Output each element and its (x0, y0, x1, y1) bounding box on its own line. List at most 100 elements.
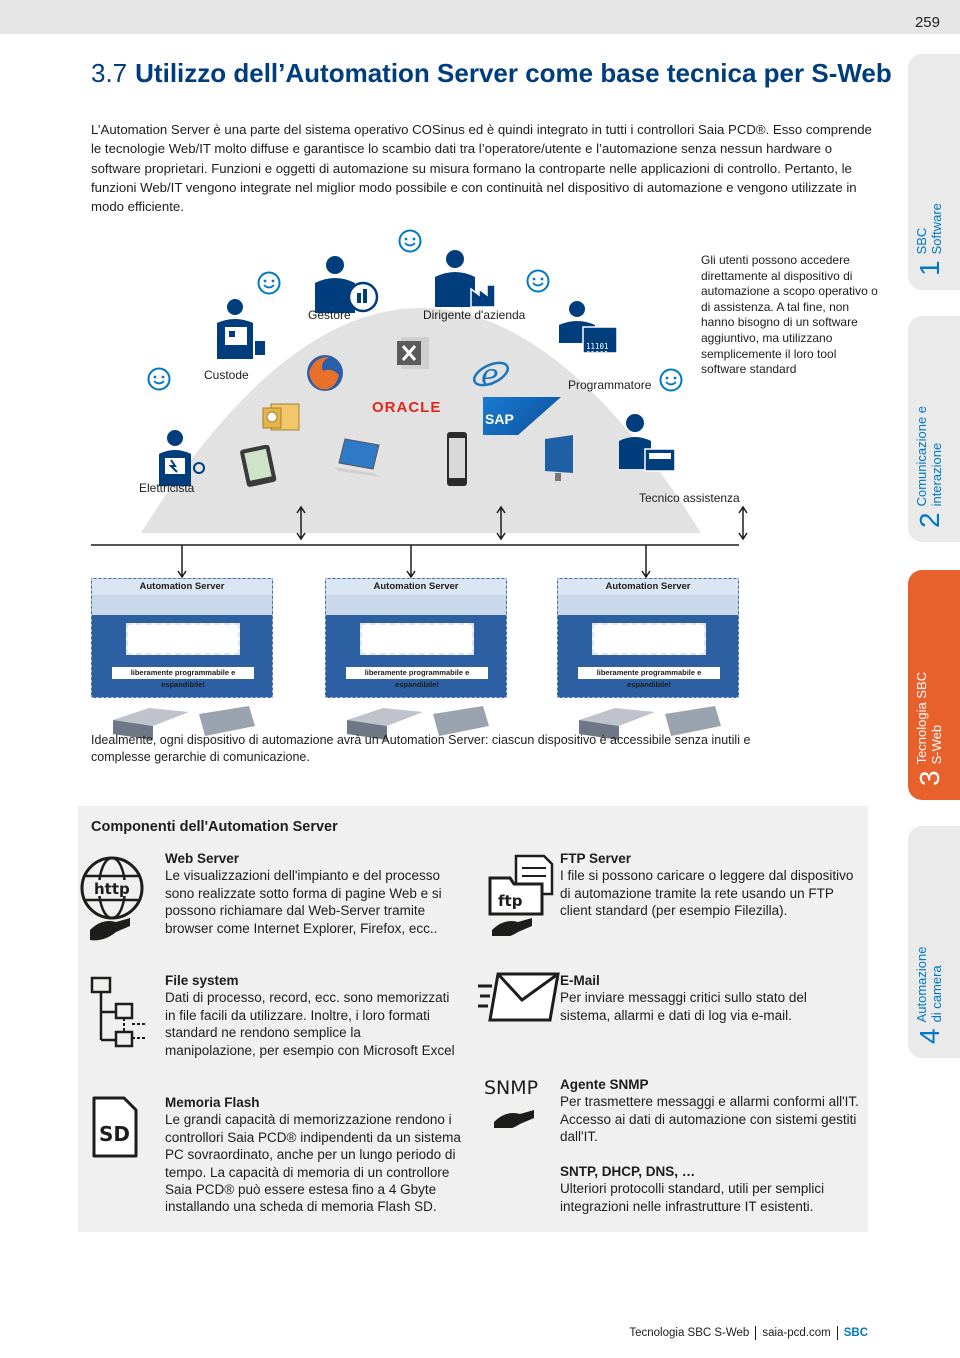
ftp-server-text: I file si possono caricare o leggere dal… (560, 868, 854, 919)
tab-number: 4 (914, 1028, 945, 1044)
sd-card-icon: SD (92, 1096, 138, 1158)
double-arrow-icon (296, 505, 306, 541)
ftp-text: ftp (498, 892, 523, 910)
tab-line2: interazione (929, 442, 944, 507)
server-tagline: liberamente programmabile e espandibile! (112, 667, 254, 689)
envelope-icon (478, 972, 560, 1022)
ftp-server-item: FTP Server I file si possono caricare o l… (560, 850, 860, 920)
automation-server-3: Automation Server liberamente programmab… (557, 578, 739, 698)
server-tagline: liberamente programmabile e espandibile! (578, 667, 720, 689)
logic-board (360, 623, 474, 655)
file-system-text: Dati di processo, record, ecc. sono memo… (165, 990, 455, 1058)
footer-divider (755, 1326, 757, 1340)
automation-server-title: Automation Server (92, 579, 272, 595)
smiley-icon (526, 269, 550, 293)
http-text: http (94, 880, 130, 898)
protocols-title: SNTP, DHCP, DNS, … (560, 1164, 696, 1179)
footer-site-link[interactable]: saia-pcd.com (762, 1327, 831, 1339)
custodian-person-icon (217, 299, 265, 359)
ftp-server-title: FTP Server (560, 851, 632, 866)
label-gestore: Gestore (308, 308, 351, 322)
plc-hardware-image (579, 706, 721, 740)
label-dirigente: Dirigente d'azienda (423, 308, 526, 322)
snmp-agent-item: Agente SNMP Per trasmettere messaggi e al… (560, 1076, 860, 1146)
network-bus (91, 544, 739, 579)
snmp-agent-title: Agente SNMP (560, 1077, 649, 1092)
section-number: 3.7 (91, 58, 128, 88)
tab-number: 3 (914, 770, 945, 786)
web-server-item: Web Server Le visualizzazioni dell'impian… (165, 850, 455, 937)
tablet-icon (240, 445, 277, 487)
oracle-logo: ORACLE (372, 399, 442, 416)
flash-memory-text: Le grandi capacità di memorizzazione ren… (165, 1112, 461, 1215)
smiley-icon (257, 271, 281, 295)
double-arrow-icon (738, 505, 748, 541)
logic-board (126, 623, 240, 655)
tab-line1: SBC (914, 227, 929, 255)
smiley-icon (659, 368, 683, 392)
file-system-title: File system (165, 973, 239, 988)
binary-text: 11101 01001 (586, 342, 609, 359)
page-footer: Tecnologia SBC S-Web saia-pcd.com SBC (629, 1326, 868, 1340)
email-title: E-Mail (560, 973, 600, 988)
note-paragraph: Gli utenti possono accedere direttamente… (701, 253, 878, 377)
automation-server-2: Automation Server liberamente programmab… (325, 578, 507, 698)
web-server-title: Web Server (165, 851, 240, 866)
internet-explorer-icon: e (472, 358, 510, 393)
tab-number: 1 (914, 260, 945, 276)
outlook-calendar-icon (262, 403, 300, 431)
page-number: 259 (914, 14, 940, 31)
monitor-icon (545, 435, 573, 481)
tab-number: 2 (914, 512, 945, 528)
label-tecnico: Tecnico assistenza (639, 491, 740, 505)
protocols-text: Ulteriori protocolli standard, utili per… (560, 1181, 825, 1214)
flash-memory-title: Memoria Flash (165, 1095, 260, 1110)
snmp-agent-text: Per trasmettere messaggi e allarmi confo… (560, 1094, 859, 1145)
tab-line1: Comunicazione e (914, 405, 929, 507)
footer-divider (836, 1326, 838, 1340)
programmer-person-icon (559, 301, 618, 354)
plc-hardware-image (113, 706, 255, 740)
sd-text: SD (99, 1122, 130, 1146)
tab-line1: Tecnologia SBC (914, 671, 929, 765)
sap-logo-text: SAP (485, 411, 514, 427)
smartphone-icon (447, 432, 467, 486)
label-programmatore: Programmatore (568, 378, 652, 392)
svg-text:e: e (481, 358, 499, 393)
server-protocol-icons (92, 595, 272, 615)
technician-person-icon (619, 414, 676, 472)
snmp-icon: SNMP (484, 1077, 538, 1128)
director-person-icon (435, 250, 496, 308)
tab-line2: di camera (929, 965, 944, 1023)
logic-board (592, 623, 706, 655)
excel-icon (397, 337, 429, 369)
server-tagline: liberamente programmabile e espandibile! (346, 667, 488, 689)
ftp-folder-icon: ftp (488, 854, 554, 936)
automation-diagram: Elettricista Custode Gestore Dirigente d… (91, 215, 881, 740)
header-band (0, 0, 960, 34)
components-panel: Componenti dell'Automation Server http W… (78, 806, 868, 1232)
file-tree-icon (90, 976, 146, 1048)
automation-server-title: Automation Server (558, 579, 738, 595)
tab-line1: Automazione (914, 946, 929, 1023)
smiley-icon (147, 367, 171, 391)
electrician-person-icon (159, 430, 205, 486)
tab-line2: S-Web (929, 724, 944, 765)
web-server-text: Le visualizzazioni dell'impianto e del p… (165, 868, 442, 936)
protocols-item: SNTP, DHCP, DNS, … Ulteriori protocolli s… (560, 1163, 860, 1215)
plc-hardware-image (347, 706, 489, 740)
server-protocol-icons (558, 595, 738, 615)
components-heading: Componenti dell'Automation Server (91, 819, 338, 835)
tab-line2: Software (929, 203, 944, 255)
laptop-icon (333, 438, 381, 477)
label-elettricista: Elettricista (139, 481, 195, 495)
diagram-caption: Idealmente, ogni dispositivo di automazi… (91, 733, 751, 764)
smiley-icon (398, 229, 422, 253)
